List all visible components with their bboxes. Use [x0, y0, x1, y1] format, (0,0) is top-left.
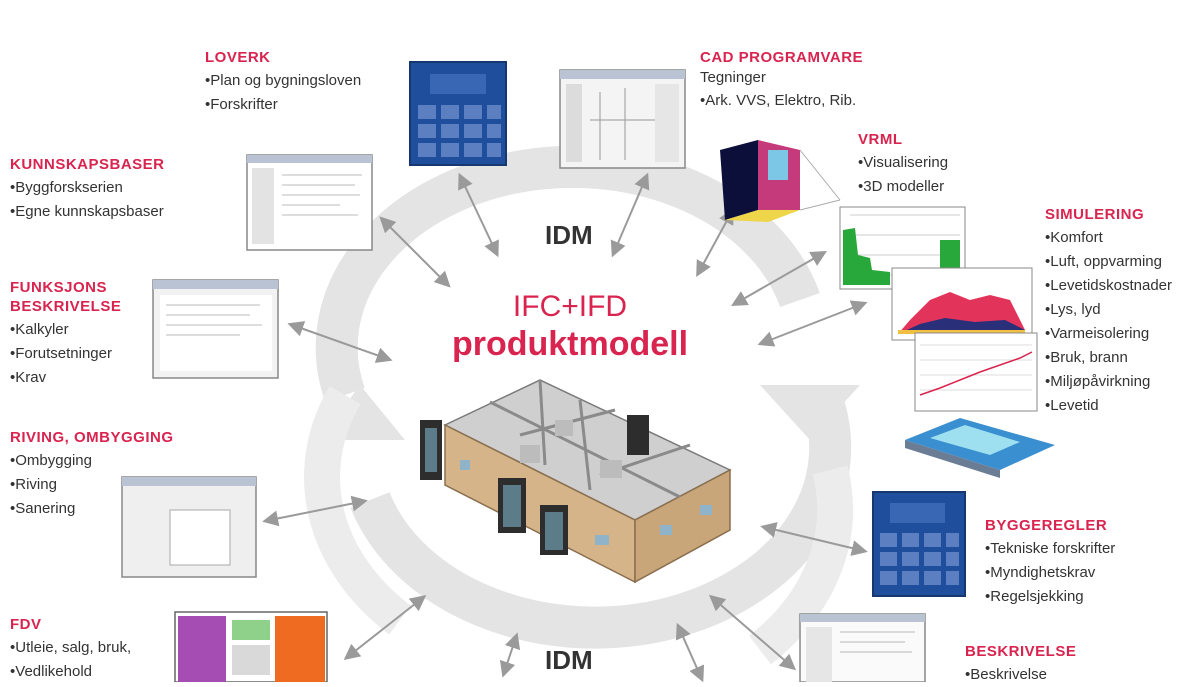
group-riving-ombygging: RIVING, OMBYGGING Ombygging Riving Saner… — [10, 428, 174, 521]
loverk-blueprint-thumbnail — [409, 61, 507, 166]
list-item: Utleie, salg, bruk, — [10, 636, 131, 660]
connector-arrows — [262, 172, 868, 682]
list-item: Vedlikehold — [10, 660, 131, 684]
list-item: Myndighetskrav — [985, 561, 1115, 585]
list-item: Bruk, brann — [1045, 346, 1172, 370]
list-item: Plan og bygningsloven — [205, 69, 361, 93]
cad-screenshot-thumbnail — [559, 69, 686, 169]
group-fdv: FDV Utleie, salg, bruk, Vedlikehold — [10, 615, 131, 684]
list-item: Beskrivelse — [965, 663, 1076, 687]
group-byggeregler: BYGGEREGLER Tekniske forskrifter Myndigh… — [985, 516, 1115, 609]
list-item: Forskrifter — [205, 93, 361, 117]
beskrivelse-thumbnail — [799, 613, 926, 682]
group-loverk: LOVERK Plan og bygningsloven Forskrifter — [205, 48, 361, 117]
list-item: Levetidskostnader — [1045, 274, 1172, 298]
group-subtitle: Tegninger — [700, 69, 766, 86]
cycle-arrowhead-right — [760, 385, 860, 440]
list-item: Forutsetninger — [10, 342, 121, 366]
list-item: Varmeisolering — [1045, 322, 1172, 346]
list-item: Levetid — [1045, 394, 1172, 418]
cycle-label-top: IDM — [545, 220, 593, 250]
simulering-line-chart-thumbnail — [914, 332, 1038, 412]
funksjonsbeskrivelse-thumbnail — [152, 279, 279, 379]
list-item: Kalkyler — [10, 318, 121, 342]
group-cad-programvare: CAD PROGRAMVARE Tegninger Ark. VVS, Elek… — [700, 48, 863, 113]
list-item: 3D modeller — [858, 175, 948, 199]
simulering-flow-visual-thumbnail — [905, 418, 1055, 478]
list-item: Regelsjekking — [985, 585, 1115, 609]
list-item: Ark. VVS, Elektro, Rib. — [700, 89, 863, 113]
list-item: Komfort — [1045, 226, 1172, 250]
simulering-area-chart-thumbnail — [891, 267, 1033, 341]
group-title: KUNNSKAPSBASER — [10, 156, 165, 173]
list-item: Miljøpåvirkning — [1045, 370, 1172, 394]
group-funksjonsbeskrivelse: FUNKSJONS BESKRIVELSE Kalkyler Forutsetn… — [10, 278, 121, 390]
list-item: Luft, oppvarming — [1045, 250, 1172, 274]
building-model-3d — [420, 379, 732, 584]
group-title: FDV — [10, 616, 42, 633]
center-title-line1: IFC+IFD — [512, 290, 628, 323]
group-simulering: SIMULERING Komfort Luft, oppvarming Leve… — [1045, 205, 1172, 418]
kunnskapsbaser-thumbnail — [246, 154, 373, 251]
group-title: LOVERK — [205, 49, 271, 66]
group-kunnskapsbaser: KUNNSKAPSBASER Byggforskserien Egne kunn… — [10, 155, 165, 224]
cycle-label-bottom: IDM — [545, 645, 593, 675]
list-item: Egne kunnskapsbaser — [10, 200, 165, 224]
group-title: SIMULERING — [1045, 206, 1145, 223]
list-item: Krav — [10, 366, 121, 390]
list-item: Lys, lyd — [1045, 298, 1172, 322]
group-beskrivelse: BESKRIVELSE Beskrivelse — [965, 642, 1076, 687]
list-item: Byggforskserien — [10, 176, 165, 200]
fdv-floorplan-thumbnail — [174, 611, 328, 682]
list-item: Sanering — [10, 497, 174, 521]
vrml-3d-thumbnail — [720, 140, 841, 222]
group-title: BYGGEREGLER — [985, 517, 1108, 534]
center-title-line2: produktmodell — [451, 325, 689, 363]
center-title: IFC+IFD produktmodell — [430, 290, 710, 364]
list-item: Ombygging — [10, 449, 174, 473]
group-title: VRML — [858, 131, 903, 148]
list-item: Riving — [10, 473, 174, 497]
group-title: CAD PROGRAMVARE — [700, 49, 864, 66]
byggeregler-blueprint-thumbnail — [872, 491, 966, 597]
group-title: FUNKSJONS BESKRIVELSE — [10, 279, 122, 315]
group-title: BESKRIVELSE — [965, 643, 1077, 660]
group-vrml: VRML Visualisering 3D modeller — [858, 130, 948, 199]
list-item: Tekniske forskrifter — [985, 537, 1115, 561]
list-item: Visualisering — [858, 151, 948, 175]
group-title: RIVING, OMBYGGING — [10, 429, 174, 446]
